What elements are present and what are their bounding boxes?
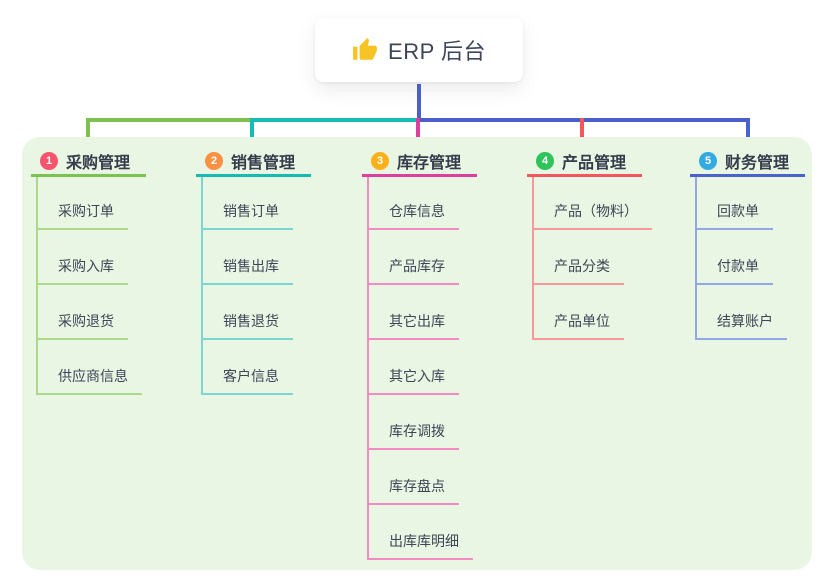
- branch-header-product[interactable]: 4 产品管理: [527, 148, 643, 177]
- mindmap-node[interactable]: 回款单: [697, 177, 773, 230]
- mindmap-node[interactable]: 其它出库: [369, 285, 459, 340]
- branch-title: 库存管理: [397, 155, 462, 172]
- mindmap-node[interactable]: 产品库存: [369, 230, 459, 285]
- mindmap-node[interactable]: 付款单: [697, 230, 773, 285]
- branch-header-inventory[interactable]: 3 库存管理: [362, 148, 478, 177]
- mindmap-node[interactable]: 客户信息: [203, 340, 293, 395]
- branch-finance: 5 财务管理 回款单 付款单 结算账户: [690, 148, 806, 340]
- mindmap-node[interactable]: 产品（物料）: [534, 177, 652, 230]
- branch-title: 产品管理: [562, 155, 627, 172]
- branch-children: 产品（物料） 产品分类 产品单位: [532, 177, 652, 340]
- branch-product: 4 产品管理 产品（物料） 产品分类 产品单位: [527, 148, 652, 340]
- connector-drop-product: [580, 118, 584, 150]
- mindmap-node[interactable]: 产品单位: [534, 285, 624, 340]
- connector-drop-inventory: [416, 118, 420, 150]
- branch-children: 仓库信息 产品库存 其它出库 其它入库 库存调拨 库存盘点 出库库明细: [367, 177, 477, 560]
- branch-header-purchase[interactable]: 1 采购管理: [31, 148, 147, 177]
- branch-title: 财务管理: [725, 155, 790, 172]
- branch-number-badge: 1: [40, 152, 58, 170]
- mindmap-node[interactable]: 其它入库: [369, 340, 459, 395]
- connector-bus-left-green: [86, 118, 250, 122]
- connector-drop-finance: [746, 118, 750, 150]
- connector-bus-mid-teal: [250, 118, 419, 122]
- mindmap-node[interactable]: 采购订单: [38, 177, 128, 230]
- root-node-label: ERP 后台: [388, 39, 486, 64]
- mindmap-node[interactable]: 销售退货: [203, 285, 293, 340]
- branch-number-badge: 5: [699, 152, 717, 170]
- branch-number-badge: 3: [371, 152, 389, 170]
- connector-drop-sales: [250, 118, 254, 150]
- root-node[interactable]: ERP 后台: [315, 18, 523, 82]
- branches-panel: [22, 137, 812, 570]
- mindmap-node[interactable]: 出库库明细: [369, 505, 473, 560]
- branch-header-sales[interactable]: 2 销售管理: [196, 148, 312, 177]
- branch-children: 采购订单 采购入库 采购退货 供应商信息: [36, 177, 146, 395]
- thumbs-up-icon: [352, 37, 378, 63]
- mindmap-node[interactable]: 库存调拨: [369, 395, 459, 450]
- mindmap-node[interactable]: 采购退货: [38, 285, 128, 340]
- mindmap-node[interactable]: 仓库信息: [369, 177, 459, 230]
- mindmap-node[interactable]: 供应商信息: [38, 340, 142, 395]
- connector-drop-purchase: [86, 118, 90, 150]
- branch-title: 采购管理: [66, 155, 131, 172]
- mindmap-node[interactable]: 销售订单: [203, 177, 293, 230]
- mindmap-node[interactable]: 结算账户: [697, 285, 787, 340]
- branch-number-badge: 2: [205, 152, 223, 170]
- connector-trunk: [417, 84, 421, 122]
- mindmap-node[interactable]: 销售出库: [203, 230, 293, 285]
- branch-title: 销售管理: [231, 155, 296, 172]
- branch-inventory: 3 库存管理 仓库信息 产品库存 其它出库 其它入库 库存调拨 库存盘点 出库库…: [362, 148, 478, 560]
- branch-header-finance[interactable]: 5 财务管理: [690, 148, 806, 177]
- branch-children: 回款单 付款单 结算账户: [695, 177, 805, 340]
- branch-sales: 2 销售管理 销售订单 销售出库 销售退货 客户信息: [196, 148, 312, 395]
- mindmap-node[interactable]: 产品分类: [534, 230, 624, 285]
- mindmap-node[interactable]: 采购入库: [38, 230, 128, 285]
- branch-children: 销售订单 销售出库 销售退货 客户信息: [201, 177, 311, 395]
- branch-purchase: 1 采购管理 采购订单 采购入库 采购退货 供应商信息: [31, 148, 147, 395]
- mindmap-node[interactable]: 库存盘点: [369, 450, 459, 505]
- branch-number-badge: 4: [536, 152, 554, 170]
